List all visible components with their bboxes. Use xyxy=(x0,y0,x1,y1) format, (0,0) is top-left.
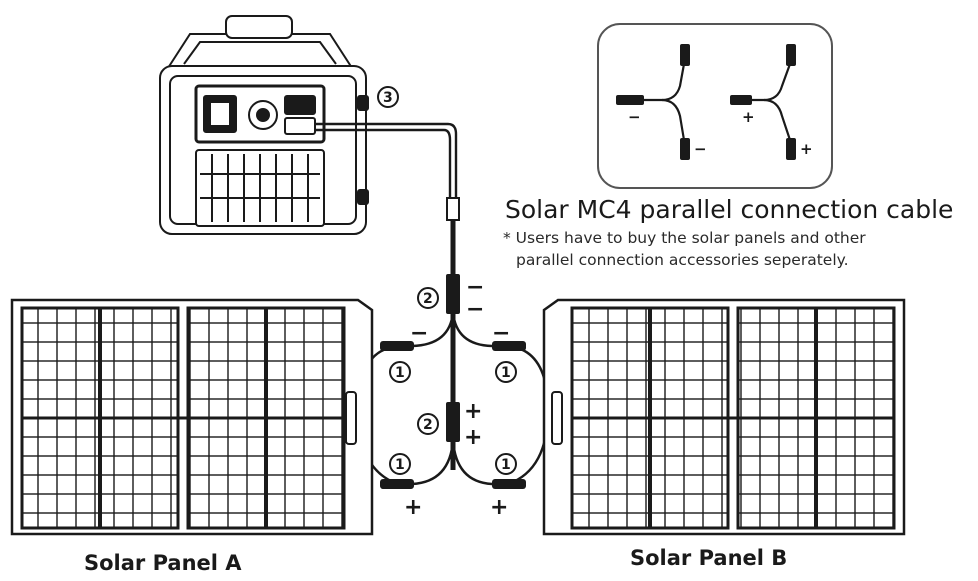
solar-panel-b-label: Solar Panel B xyxy=(630,546,787,570)
inset-plus-left: + xyxy=(742,108,755,126)
mc4-connector-icon xyxy=(380,274,526,489)
step-markers: 3 2 2 1 1 1 1 xyxy=(377,86,517,475)
step-2-marker-top: 2 xyxy=(423,291,433,307)
step-1-marker-b-bottom: 1 xyxy=(501,457,511,473)
solar-panel-a-label: Solar Panel A xyxy=(84,551,242,575)
cable-title: Solar MC4 parallel connection cable xyxy=(505,195,953,224)
purchase-note-line-1: * Users have to buy the solar panels and… xyxy=(503,229,866,247)
solar-panel-b xyxy=(542,298,906,536)
step-3-marker: 3 xyxy=(383,90,393,106)
step-2-marker-bottom: 2 xyxy=(423,417,433,433)
branch-minus-a: − xyxy=(410,321,428,346)
trunk-plus-2: + xyxy=(464,425,482,450)
purchase-note-line-2: parallel connection accessories seperate… xyxy=(516,251,849,269)
inset-plus-bottom: + xyxy=(800,140,813,158)
polarity-signs: − − + + − − + + xyxy=(404,275,510,520)
step-1-marker-a-top: 1 xyxy=(395,365,405,381)
trunk-minus-2: − xyxy=(466,297,484,322)
inset-minus-left: − xyxy=(628,108,641,126)
trunk-plus-1: + xyxy=(464,399,482,424)
step-1-marker-b-top: 1 xyxy=(501,365,511,381)
power-station-icon xyxy=(159,15,369,235)
parallel-cable-inset: − − + + xyxy=(597,23,833,189)
trunk-minus-1: − xyxy=(466,275,484,300)
branch-plus-b: + xyxy=(490,495,508,520)
solar-panel-a xyxy=(10,298,374,536)
branch-plus-a: + xyxy=(404,495,422,520)
inset-minus-bottom: − xyxy=(694,140,707,158)
step-1-marker-a-bottom: 1 xyxy=(395,457,405,473)
branch-minus-b: − xyxy=(492,321,510,346)
